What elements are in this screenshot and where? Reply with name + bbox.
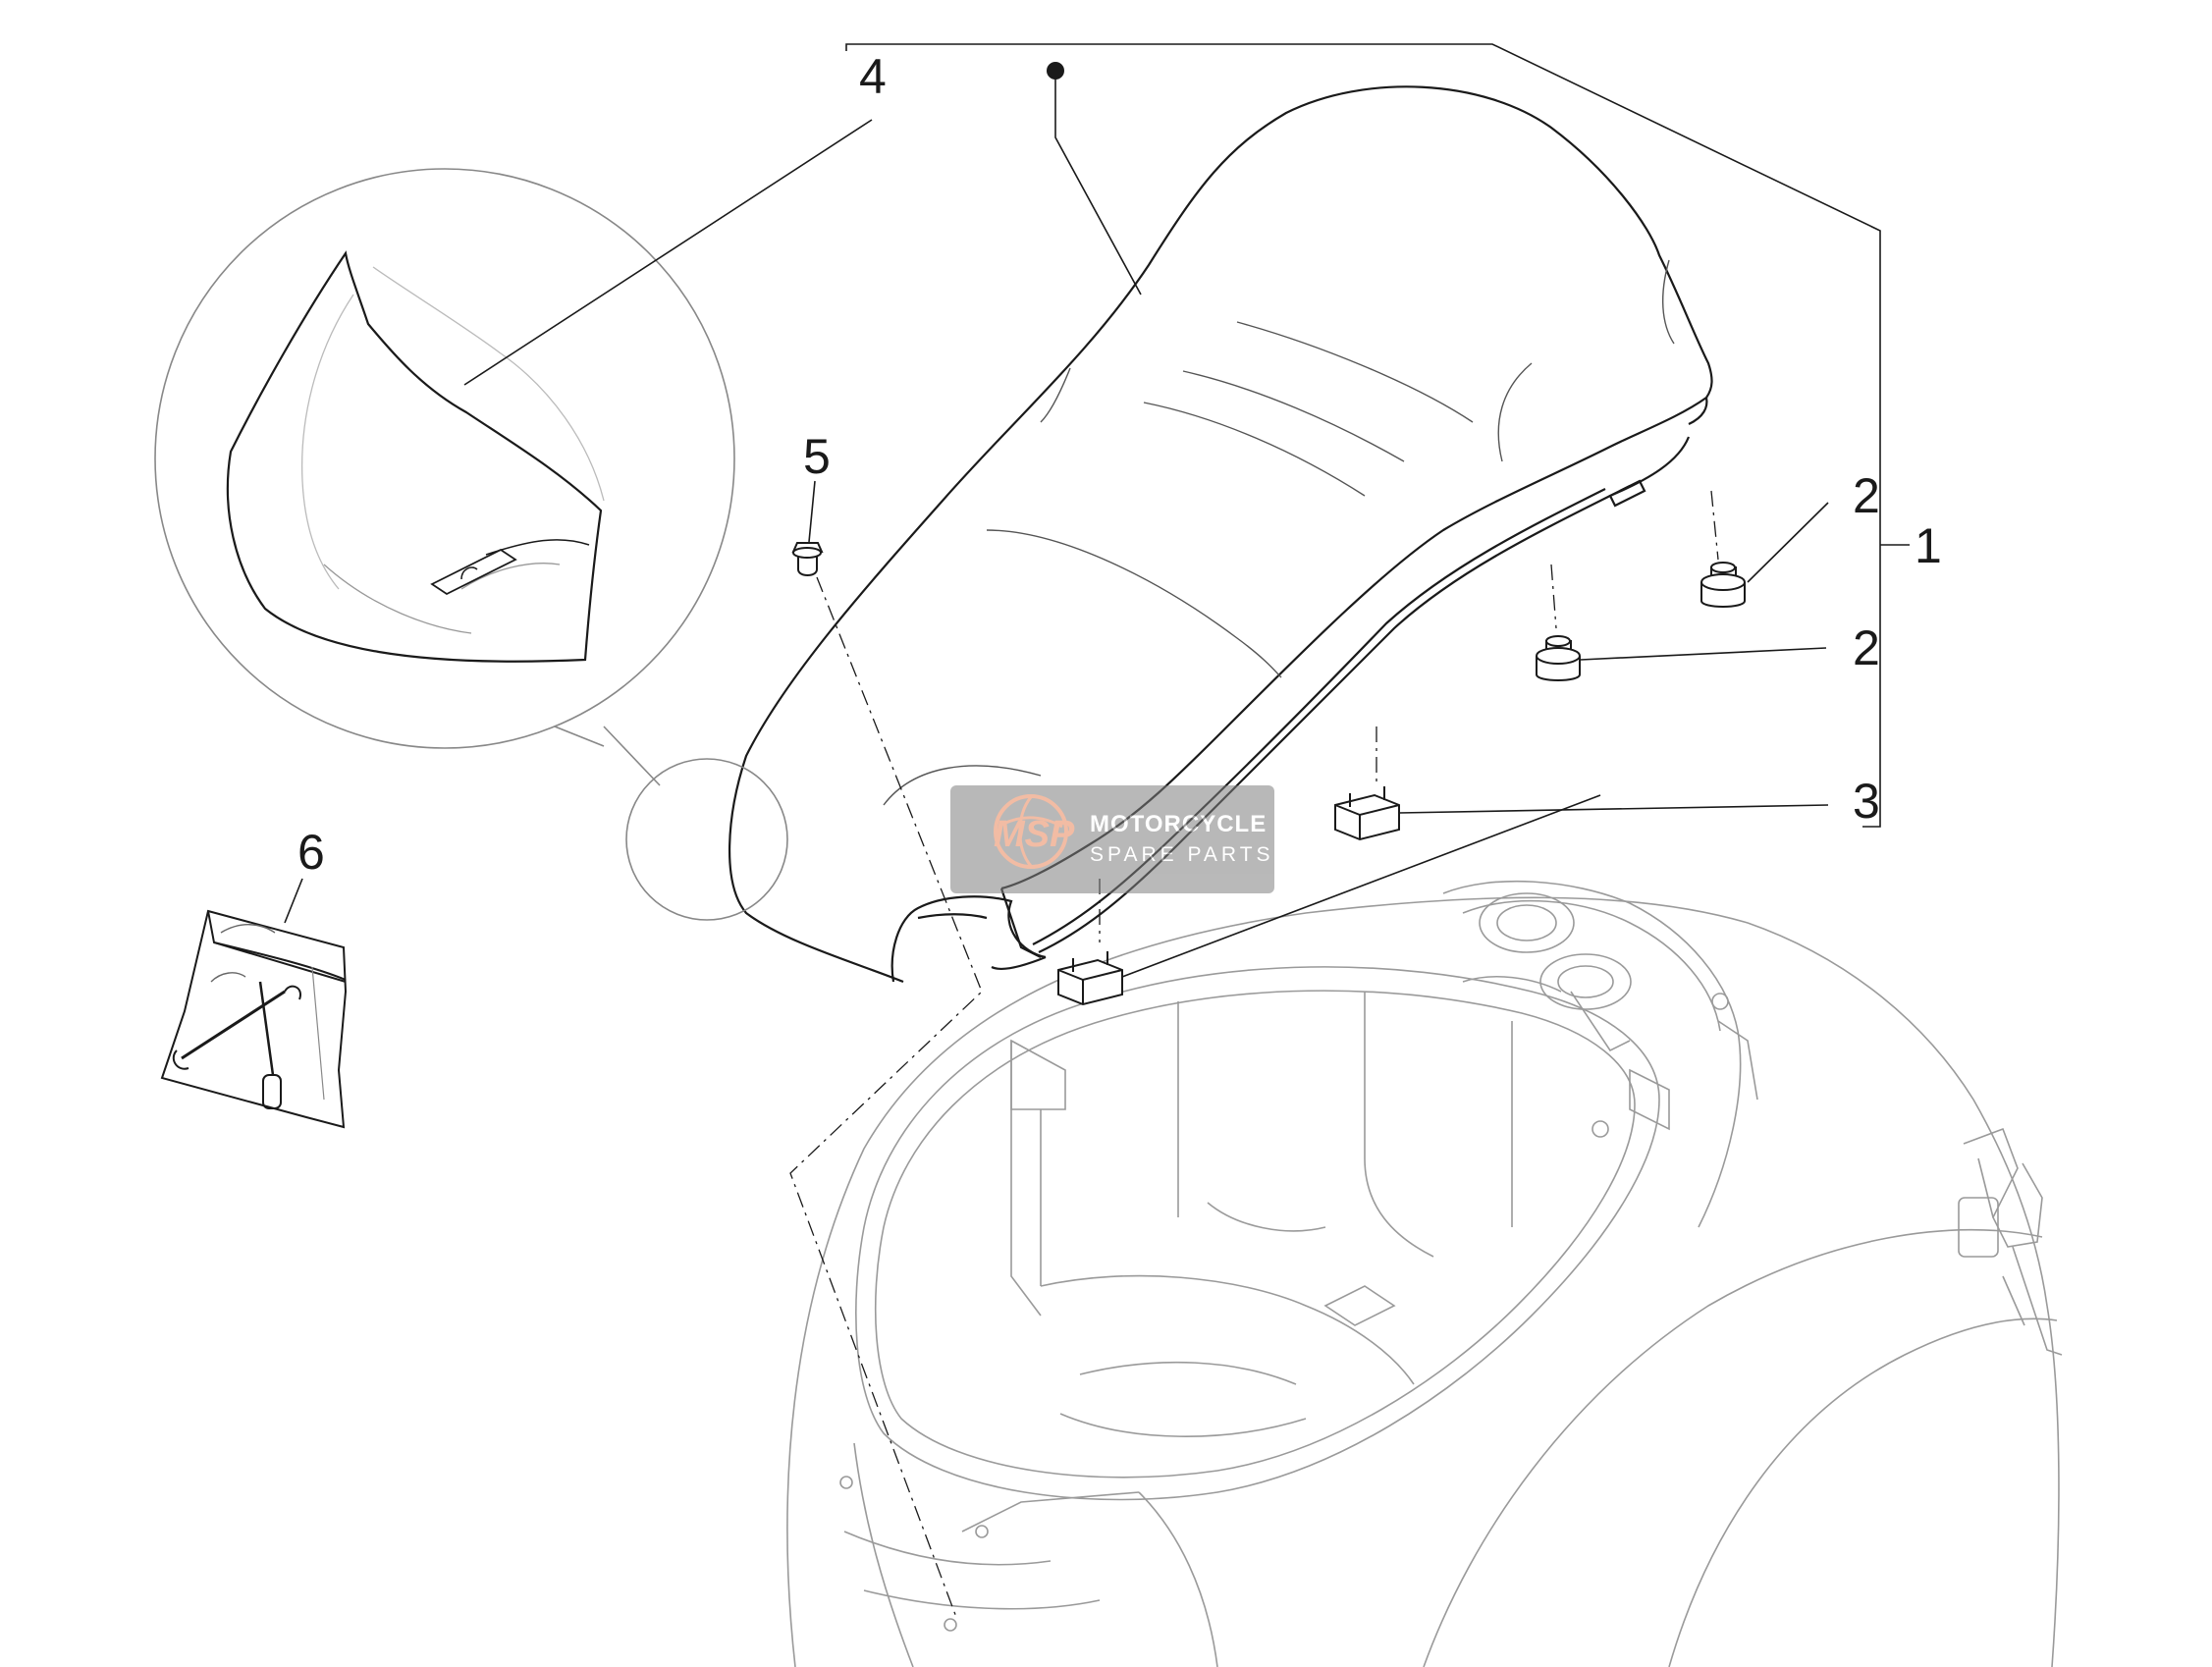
part-2-buffer-upper	[1700, 562, 1746, 608]
part-2-buffer-lower	[1536, 635, 1581, 681]
seat-anchor-dot	[1047, 62, 1064, 80]
part-3-hinge-pad-left	[1057, 951, 1123, 1006]
part-4-detail-magnifier	[154, 119, 873, 921]
globe-icon	[994, 794, 1068, 869]
part-5-screw	[791, 542, 824, 576]
part-3-hinge-pad-right	[1334, 786, 1400, 841]
watermark-subtitle: SPARE PARTS	[1090, 843, 1274, 866]
callout-3: 3	[1853, 774, 1880, 829]
callout-5: 5	[803, 429, 831, 484]
scooter-body-frame	[786, 880, 2063, 1667]
callout-1: 1	[1915, 518, 1942, 573]
leader-lines	[284, 43, 1910, 978]
callout-4: 4	[859, 49, 887, 104]
callout-2-lower: 2	[1853, 620, 1880, 675]
seat-stitching	[883, 259, 1675, 806]
callout-6: 6	[297, 825, 325, 880]
watermark: MSP MOTORCYCLE SPARE PARTS	[950, 785, 1274, 893]
watermark-title: MOTORCYCLE	[1090, 811, 1267, 837]
callout-2-upper: 2	[1853, 468, 1880, 523]
part-6-tool-kit	[160, 909, 348, 1129]
watermark-logo: MSP	[994, 814, 1075, 855]
assembly-guide-lines	[789, 490, 1719, 1621]
